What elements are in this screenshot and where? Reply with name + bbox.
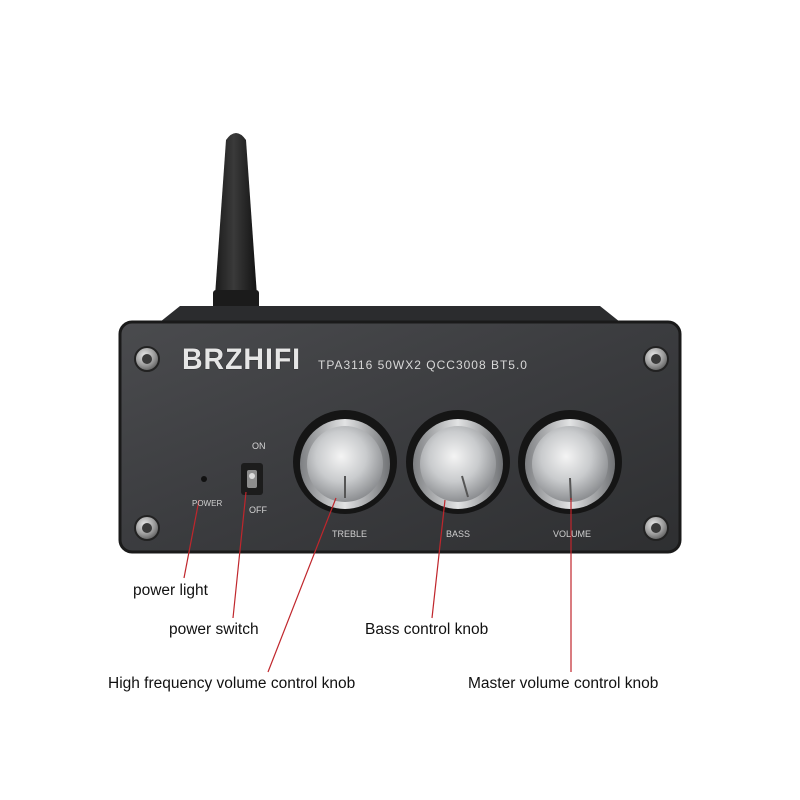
- leader-treble: [267, 497, 337, 673]
- callout-bass-knob: Bass control knob: [365, 621, 489, 638]
- screw-top-right: [643, 346, 669, 372]
- volume-label: VOLUME: [553, 529, 592, 539]
- screw-top-left: [134, 346, 160, 372]
- screw-bottom-right: [643, 515, 669, 541]
- treble-knob[interactable]: [293, 410, 397, 514]
- bass-knob[interactable]: [406, 410, 510, 514]
- treble-label: TREBLE: [332, 529, 368, 539]
- chassis-top: [160, 306, 620, 322]
- callout-power-switch: power switch: [169, 621, 259, 638]
- leader-bass: [431, 499, 446, 619]
- bass-label: BASS: [446, 529, 471, 539]
- bluetooth-antenna: [213, 133, 259, 312]
- power-switch[interactable]: [241, 463, 263, 495]
- switch-off-label: OFF: [249, 505, 267, 515]
- model-line: TPA3116 50WX2 QCC3008 BT5.0: [318, 358, 528, 372]
- screw-bottom-left: [134, 515, 160, 541]
- power-label: POWER: [192, 499, 223, 508]
- callout-treble-knob: High frequency volume control knob: [108, 675, 356, 692]
- switch-on-label: ON: [252, 441, 266, 451]
- callout-volume-knob: Master volume control knob: [468, 675, 659, 692]
- brand-logo-text: BRZHIFI: [182, 343, 302, 376]
- volume-knob[interactable]: [518, 410, 622, 514]
- power-light: [201, 476, 207, 482]
- callout-power-light: power light: [133, 582, 208, 599]
- leader-lines: [183, 491, 572, 673]
- leader-power-switch: [232, 491, 247, 619]
- leader-power-light: [183, 499, 200, 579]
